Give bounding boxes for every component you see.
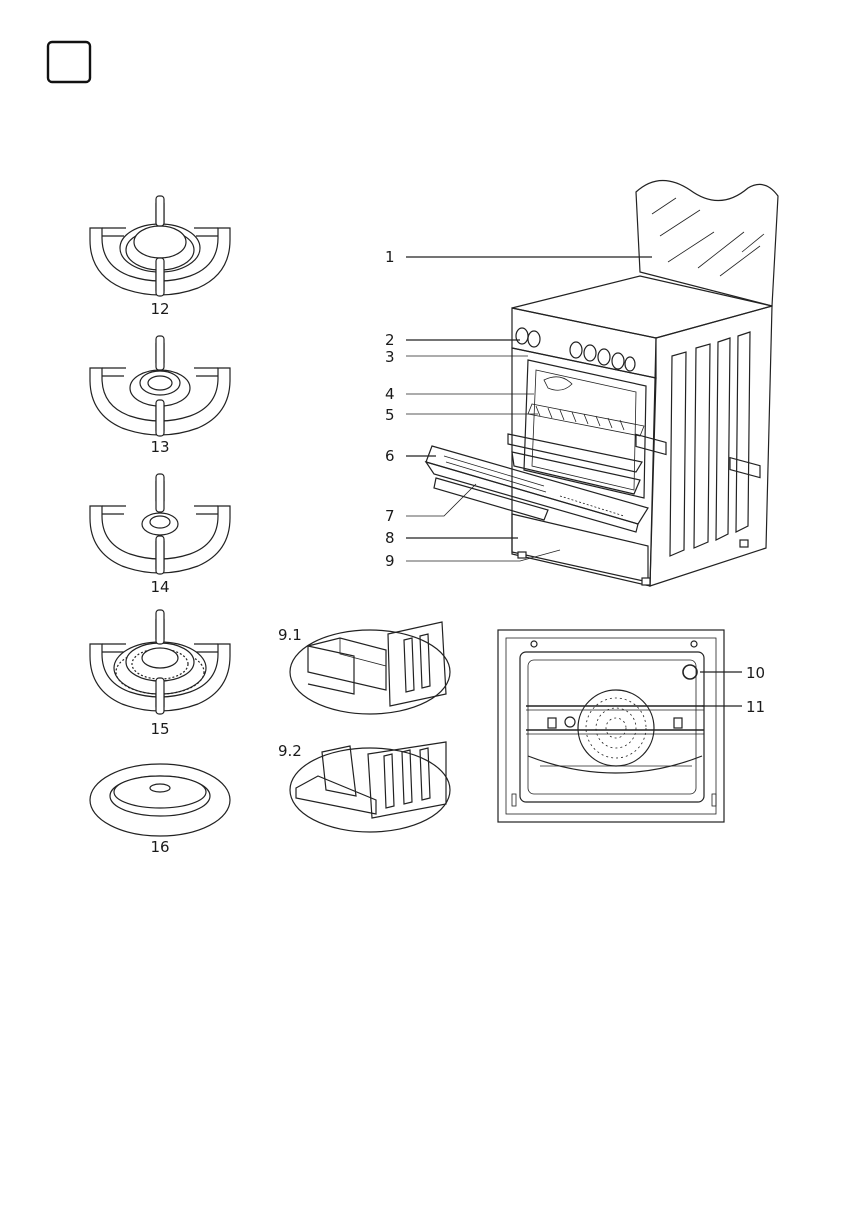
label-9: 9: [385, 552, 395, 570]
square-box-icon: [48, 42, 90, 82]
oven-front-view: [498, 630, 724, 822]
label-1: 1: [385, 248, 395, 266]
label-4: 4: [385, 385, 395, 403]
label-9-1: 9.1: [278, 626, 302, 644]
label-14: 14: [150, 578, 169, 596]
label-10: 10: [746, 664, 765, 682]
hotplate-16: [90, 764, 230, 836]
label-13: 13: [150, 438, 169, 456]
label-16: 16: [150, 838, 169, 856]
label-7: 7: [385, 507, 395, 525]
burner-15: [90, 610, 230, 714]
label-15: 15: [150, 720, 169, 738]
burner-13: [90, 336, 230, 436]
label-3: 3: [385, 348, 395, 366]
label-5: 5: [385, 406, 395, 424]
label-11: 11: [746, 698, 765, 716]
label-6: 6: [385, 447, 395, 465]
detail-drawer-9-1: [290, 622, 450, 714]
label-8: 8: [385, 529, 395, 547]
detail-drawer-9-2: [290, 742, 450, 832]
label-2: 2: [385, 331, 395, 349]
label-9-2: 9.2: [278, 742, 302, 760]
cooker-main-view: [426, 180, 778, 586]
burner-14: [90, 474, 230, 574]
label-12: 12: [150, 300, 169, 318]
burner-12: [90, 196, 230, 296]
